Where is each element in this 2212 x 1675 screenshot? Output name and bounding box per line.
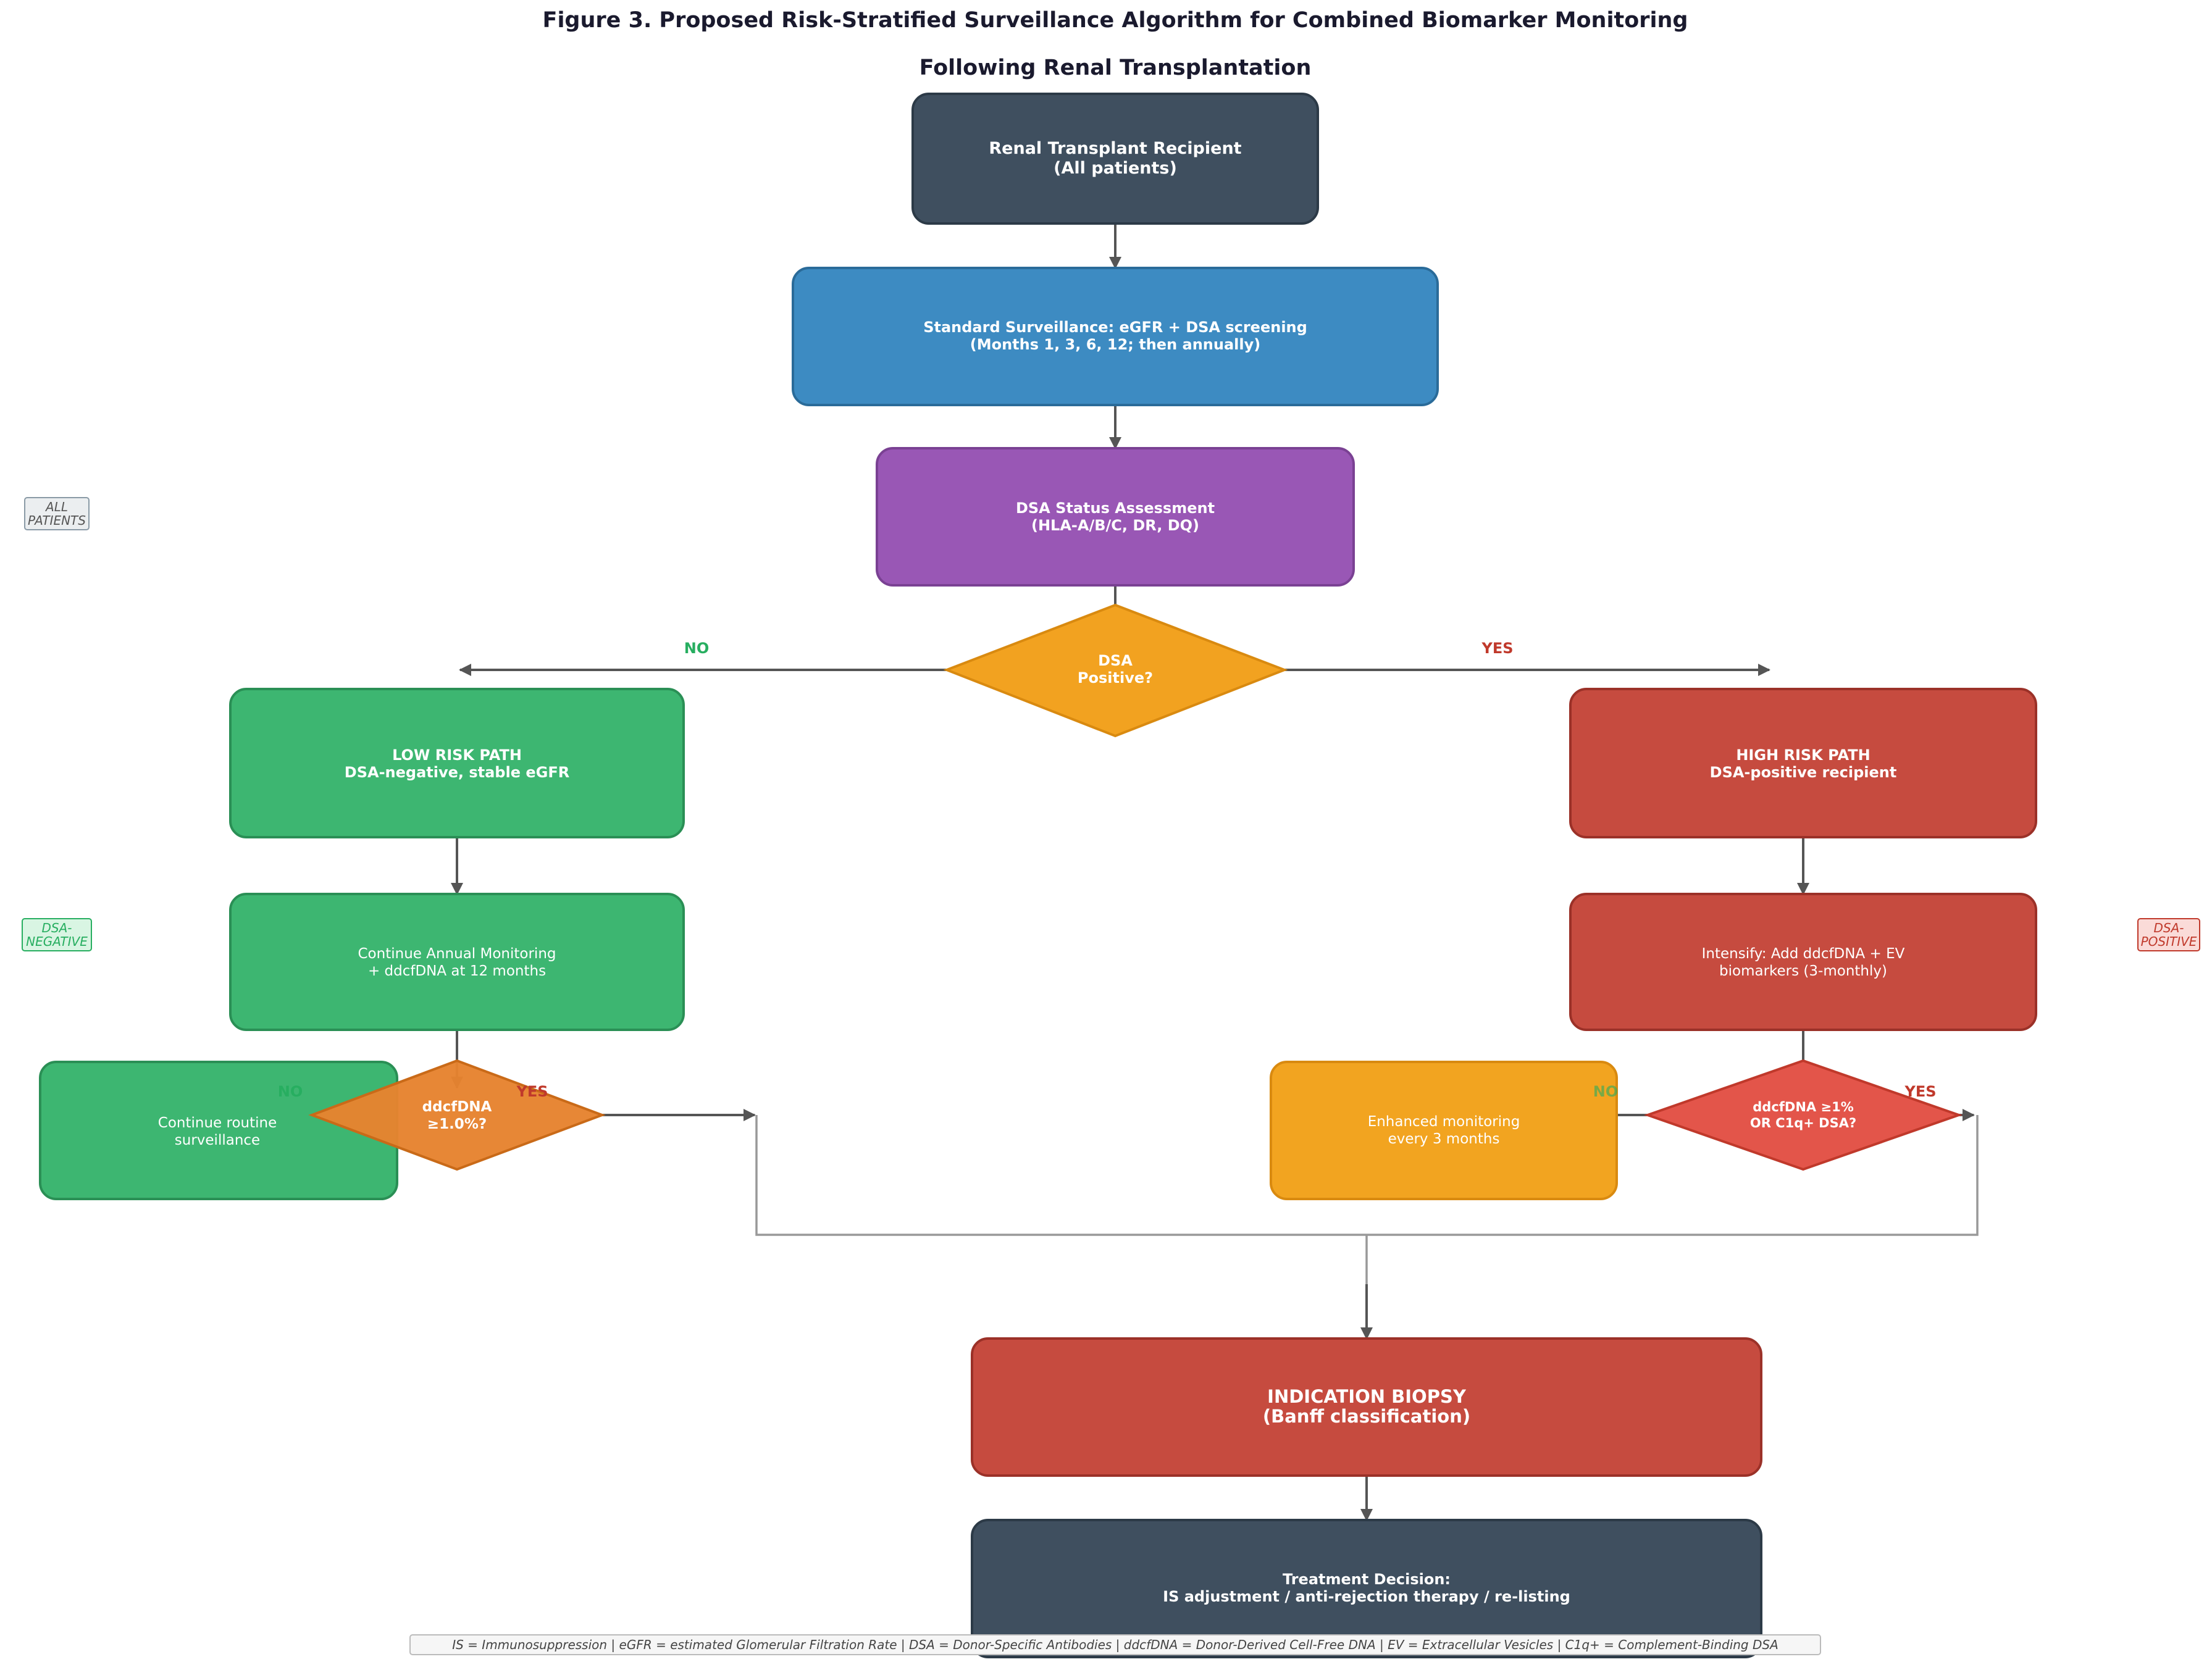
label-yes-low: YES <box>516 1083 548 1100</box>
node-dsa-assessment-line2: (HLA-A/B/C, DR, DQ) <box>1031 517 1199 534</box>
node-ddcf-high-line2: OR C1q+ DSA? <box>1750 1116 1856 1130</box>
label-no-high: NO <box>1593 1083 1619 1100</box>
node-recipient-line2: (All patients) <box>1054 159 1177 178</box>
node-ddcf-high-line1: ddcfDNA ≥1% <box>1753 1100 1853 1114</box>
node-enhanced-line1: Enhanced monitoring <box>1368 1114 1520 1130</box>
node-ddcf-low-line2: ≥1.0%? <box>427 1116 487 1132</box>
label-no-low: NO <box>278 1083 303 1100</box>
node-ddcf-low-decision: ddcfDNA ≥1.0%? <box>308 1059 606 1171</box>
node-biopsy-line1: INDICATION BIOPSY <box>1267 1386 1467 1407</box>
node-continue-routine-line2: surveillance <box>175 1132 260 1148</box>
side-all-line1: ALL <box>44 499 68 514</box>
node-continue-routine-line1: Continue routine <box>158 1115 277 1131</box>
node-continue-annual-line2: + ddcfDNA at 12 months <box>368 963 546 979</box>
node-high-risk-line1: HIGH RISK PATH <box>1736 746 1870 764</box>
footnote-abbreviations: IS = Immunosuppression | eGFR = estimate… <box>409 1634 1821 1655</box>
node-low-risk-line2: DSA-negative, stable eGFR <box>345 764 569 781</box>
node-continue-annual-line1: Continue Annual Monitoring <box>358 946 556 962</box>
side-negative-line1: DSA- <box>42 921 72 935</box>
node-standard-surveillance: Standard Surveillance: eGFR + DSA screen… <box>792 267 1439 406</box>
node-recipient-line1: Renal Transplant Recipient <box>989 139 1241 158</box>
node-ddcf-high-decision: ddcfDNA ≥1% OR C1q+ DSA? <box>1643 1059 1963 1171</box>
node-dsa-assessment: DSA Status Assessment (HLA-A/B/C, DR, DQ… <box>876 447 1355 587</box>
node-high-risk-path: HIGH RISK PATH DSA-positive recipient <box>1569 688 2037 838</box>
node-dsa-decision-line1: DSA <box>1098 652 1133 669</box>
node-high-risk-line2: DSA-positive recipient <box>1710 764 1897 781</box>
side-label-all-patients: ALL PATIENTS <box>24 497 90 530</box>
node-low-risk-line1: LOW RISK PATH <box>392 746 522 764</box>
node-continue-annual: Continue Annual Monitoring + ddcfDNA at … <box>229 893 685 1031</box>
node-ddcf-low-line1: ddcfDNA <box>422 1099 492 1115</box>
node-recipient: Renal Transplant Recipient (All patients… <box>911 93 1319 225</box>
side-positive-line2: POSITIVE <box>2141 934 2197 949</box>
node-dsa-decision-line2: Positive? <box>1078 669 1153 687</box>
node-intensify-line2: biomarkers (3-monthly) <box>1719 963 1887 979</box>
figure-title-line2: Following Renal Transplantation <box>920 56 1312 80</box>
node-treatment-line1: Treatment Decision: <box>1283 1571 1451 1588</box>
side-label-dsa-negative: DSA- NEGATIVE <box>22 918 92 951</box>
node-continue-routine: Continue routine surveillance <box>39 1061 398 1200</box>
node-low-risk-path: LOW RISK PATH DSA-negative, stable eGFR <box>229 688 685 838</box>
label-yes-high: YES <box>1904 1083 1936 1100</box>
figure-title-line1: Figure 3. Proposed Risk-Stratified Surve… <box>543 8 1688 33</box>
node-standard-line1: Standard Surveillance: eGFR + DSA screen… <box>923 319 1307 336</box>
node-biopsy-line2: (Banff classification) <box>1263 1406 1470 1427</box>
node-dsa-assessment-line1: DSA Status Assessment <box>1016 499 1215 517</box>
side-all-line2: PATIENTS <box>28 513 86 528</box>
node-treatment-decision: Treatment Decision: IS adjustment / anti… <box>971 1519 1762 1658</box>
node-enhanced-line2: every 3 months <box>1388 1131 1500 1147</box>
node-intensify-line1: Intensify: Add ddcfDNA + EV <box>1702 946 1905 962</box>
label-no-main: NO <box>684 640 710 657</box>
footnote-text: IS = Immunosuppression | eGFR = estimate… <box>452 1637 1778 1652</box>
node-standard-line2: (Months 1, 3, 6, 12; then annually) <box>970 336 1260 353</box>
label-yes-main: YES <box>1481 640 1513 657</box>
node-enhanced-monitoring: Enhanced monitoring every 3 months <box>1270 1061 1618 1200</box>
node-treatment-line2: IS adjustment / anti-rejection therapy /… <box>1163 1588 1570 1605</box>
side-negative-line2: NEGATIVE <box>26 934 88 949</box>
node-dsa-decision: DSA Positive? <box>943 603 1288 738</box>
node-intensify: Intensify: Add ddcfDNA + EV biomarkers (… <box>1569 893 2037 1031</box>
side-label-dsa-positive: DSA- POSITIVE <box>2137 918 2200 951</box>
side-positive-line1: DSA- <box>2154 921 2184 935</box>
node-indication-biopsy: INDICATION BIOPSY (Banff classification) <box>971 1337 1762 1477</box>
